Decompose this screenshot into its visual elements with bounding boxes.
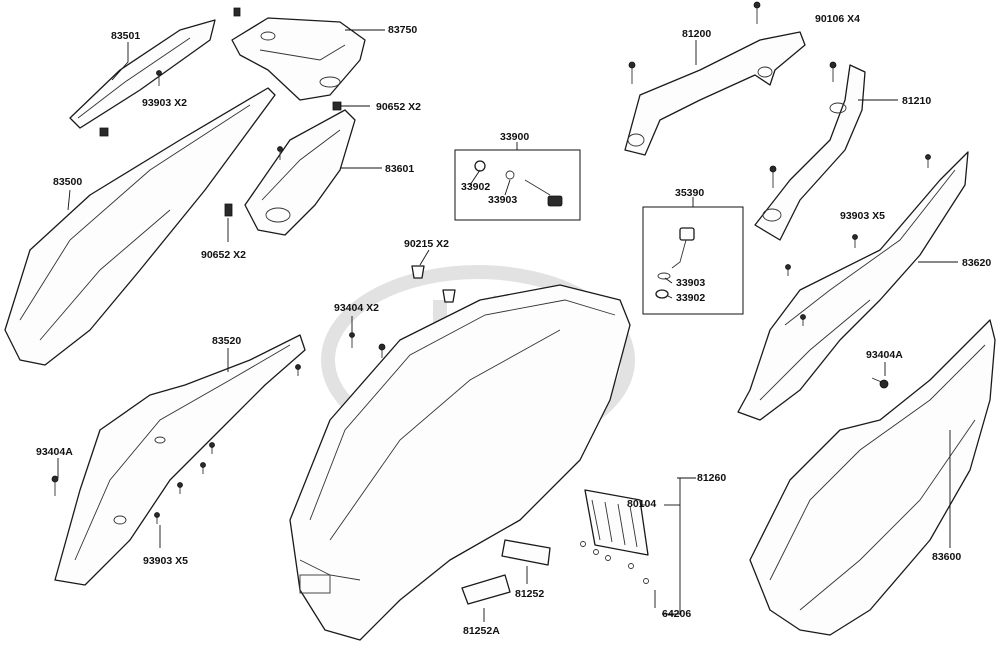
label-33903-a: 33903 xyxy=(488,194,518,206)
group-box-33900 xyxy=(454,149,581,221)
label-93404-x2: 93404 X2 xyxy=(334,302,379,314)
label-83620: 83620 xyxy=(962,257,992,269)
label-33902-b: 33902 xyxy=(676,292,706,304)
label-81200: 81200 xyxy=(682,28,712,40)
label-33903-b: 33903 xyxy=(676,277,706,289)
label-90106-x4: 90106 X4 xyxy=(815,13,860,25)
part-83520-shape xyxy=(54,334,306,586)
label-93404A-left: 93404A xyxy=(36,446,73,458)
label-64206: 64206 xyxy=(662,608,692,620)
part-81210-shape xyxy=(754,64,866,241)
fastener-glyphs xyxy=(51,1,931,584)
part-helmet-box-shape xyxy=(289,284,631,641)
part-83600-shape xyxy=(749,319,996,636)
part-83501-shape xyxy=(69,19,216,129)
leader-lines xyxy=(57,29,958,622)
label-83600: 83600 xyxy=(932,551,962,563)
part-83500-shape xyxy=(4,87,276,366)
label-90215-x2: 90215 X2 xyxy=(404,238,449,250)
label-81260: 81260 xyxy=(697,472,727,484)
part-81200-shape xyxy=(624,31,806,156)
part-81252-shape xyxy=(501,539,551,566)
label-81252: 81252 xyxy=(515,588,545,600)
label-93903-x5-right: 93903 X5 xyxy=(840,210,885,222)
part-83601-shape xyxy=(244,109,356,236)
part-80104-shape xyxy=(584,489,649,556)
label-83501: 83501 xyxy=(111,30,141,42)
label-33902-a: 33902 xyxy=(461,181,491,193)
label-83520: 83520 xyxy=(212,335,242,347)
label-33900: 33900 xyxy=(500,131,530,143)
label-83500: 83500 xyxy=(53,176,83,188)
label-35390: 35390 xyxy=(675,187,705,199)
label-81210: 81210 xyxy=(902,95,932,107)
part-83750-shape xyxy=(231,17,366,101)
label-93903-x5-left: 93903 X5 xyxy=(143,555,188,567)
label-90652-x2-bottom: 90652 X2 xyxy=(201,249,246,261)
part-81252A-shape xyxy=(461,574,511,605)
label-93404A-right: 93404A xyxy=(866,349,903,361)
label-90652-x2-top: 90652 X2 xyxy=(376,101,421,113)
label-81252A: 81252A xyxy=(463,625,500,637)
label-83750: 83750 xyxy=(388,24,418,36)
label-83601: 83601 xyxy=(385,163,415,175)
label-93903-x2: 93903 X2 xyxy=(142,97,187,109)
part-83620-shape xyxy=(737,151,969,421)
label-80104: 80104 xyxy=(627,498,657,510)
